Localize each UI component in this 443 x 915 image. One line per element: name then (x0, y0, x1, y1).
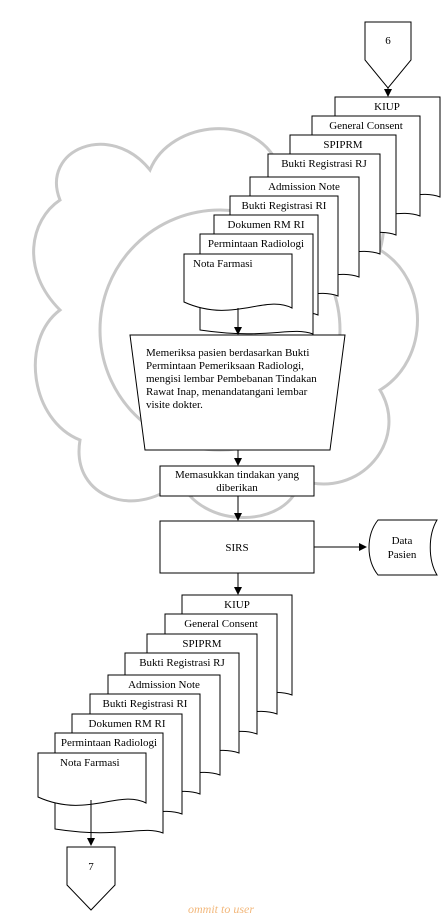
stack-bottom-doc-2-label: SPIPRM (182, 638, 221, 650)
stack-bottom-doc-8-label: Nota Farmasi (60, 757, 120, 769)
stack-bottom-doc-3-label: Bukti Registrasi RJ (139, 657, 225, 669)
stack-top-doc-5-label: Bukti Registrasi RI (242, 200, 327, 212)
storage-line-1: Pasien (388, 549, 417, 561)
stack-bottom-doc-4-label: Admission Note (128, 679, 200, 691)
storage-line-0: Data (392, 535, 413, 547)
stack-bottom-doc-0-label: KIUP (224, 599, 250, 611)
stack-bottom-doc-7-label: Permintaan Radiologi (61, 737, 157, 749)
stack-top-doc-7-label: Permintaan Radiologi (208, 238, 304, 250)
connector-top-label: 6 (385, 35, 391, 47)
process-examine-line-2: mengisi lembar Pembebanan Tindakan (146, 373, 317, 385)
stack-top-doc-3-label: Bukti Registrasi RJ (281, 158, 367, 170)
stack-top-doc-1-label: General Consent (329, 120, 403, 132)
stack-top-doc-0-label: KIUP (374, 101, 400, 113)
process-examine-line-4: visite dokter. (146, 399, 203, 411)
stack-bottom-doc-8: Nota Farmasi (37, 752, 147, 806)
stack-top-doc-8: Nota Farmasi (183, 253, 293, 311)
stack-bottom-doc-1-label: General Consent (184, 618, 258, 630)
system-sirs: SIRS (159, 520, 315, 574)
stack-bottom-doc-5-label: Bukti Registrasi RI (103, 698, 188, 710)
process-examine-line-1: Permintaan Pemeriksaan Radiologi, (146, 360, 304, 372)
system-sirs-label: SIRS (225, 542, 248, 554)
process-examine-line-3: Rawat Inap, menandatangani lembar (146, 386, 308, 398)
stack-top-doc-4-label: Admission Note (268, 181, 340, 193)
stack-bottom-doc-6-label: Dokumen RM RI (89, 718, 166, 730)
stack-top-doc-8-label: Nota Farmasi (193, 258, 253, 270)
process-examine-line-0: Memeriksa pasien berdasarkan Bukti (146, 347, 309, 359)
stack-top-doc-2-label: SPIPRM (323, 139, 362, 151)
connector-bottom-label: 7 (88, 861, 94, 873)
connector-bottom: 7 (66, 846, 116, 911)
process-input-line-1: diberikan (216, 482, 258, 494)
stack-top-doc-6-label: Dokumen RM RI (228, 219, 305, 231)
connector-top: 6 (364, 21, 412, 89)
process-examine: Memeriksa pasien berdasarkan BuktiPermin… (129, 334, 346, 451)
process-input-line-0: Memasukkan tindakan yang (175, 469, 300, 481)
footer-text: ommit to user (188, 902, 254, 915)
